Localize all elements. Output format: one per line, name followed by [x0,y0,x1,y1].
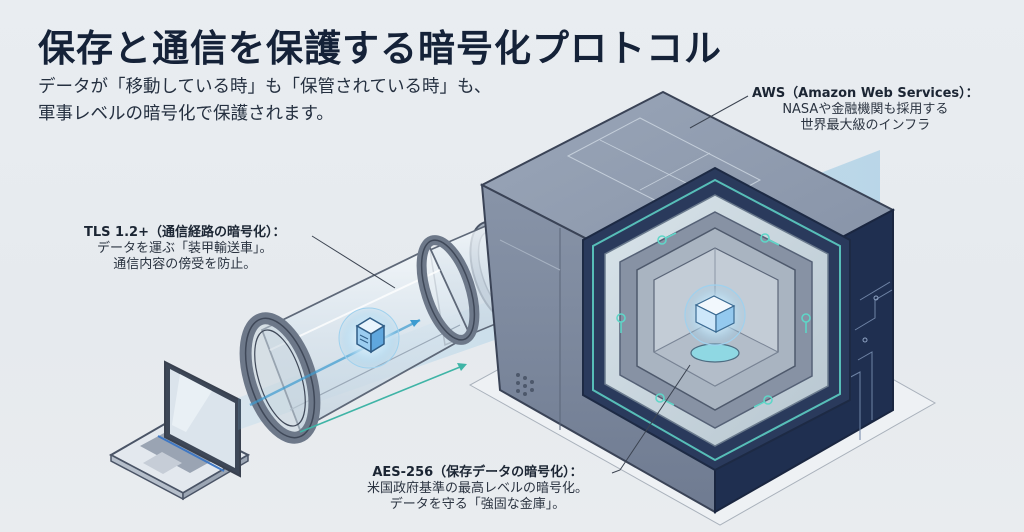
data-cube-icon [338,307,400,369]
key-icon [616,232,811,408]
aws-leader-line [689,95,749,129]
data-package-icon [694,295,736,333]
page-title: 保存と通信を保護する暗号化プロトコル [38,27,722,70]
tls-callout: TLS 1.2+（通信経路の暗号化）： データを運ぶ「装甲輸送車」。 通信内容の… [84,225,285,273]
aws-callout-line-1: NASAや金融機関も採用する [782,102,949,117]
tls-leader-line [311,235,396,289]
aes-leader-line [611,364,691,474]
laptop-icon [108,360,251,501]
tls-callout-line-1: データを運ぶ「装甲輸送車」。 [96,241,273,256]
subtitle-line-1: データが「移動している時」も「保管されている時」も、 [38,77,492,97]
aes-callout: AES-256（保存データの暗号化）： 米国政府基準の最高レベルの暗号化。 デー… [367,465,588,513]
aws-callout: AWS（Amazon Web Services）： NASAや金融機関も採用する… [752,86,979,134]
tls-callout-heading: TLS 1.2+（通信経路の暗号化）： [84,225,286,240]
aws-callout-line-2: 世界最大級のインフラ [800,118,931,133]
aws-vault-cube [479,90,896,514]
subtitle-line-2: 軍事レベルの暗号化で保護されます。 [38,104,334,124]
aes-callout-heading: AES-256（保存データの暗号化）： [372,465,583,480]
page-subtitle: データが「移動している時」も「保管されている時」も、 軍事レベルの暗号化で保護さ… [38,74,491,128]
arrow-head-icon [457,363,467,371]
aes-callout-line-1: 米国政府基準の最高レベルの暗号化。 [367,481,589,496]
aws-callout-heading: AWS（Amazon Web Services）： [752,86,979,101]
tls-callout-line-2: 通信内容の傍受を防止。 [113,257,257,272]
aes-callout-line-2: データを守る「強固な金庫」。 [389,497,566,512]
